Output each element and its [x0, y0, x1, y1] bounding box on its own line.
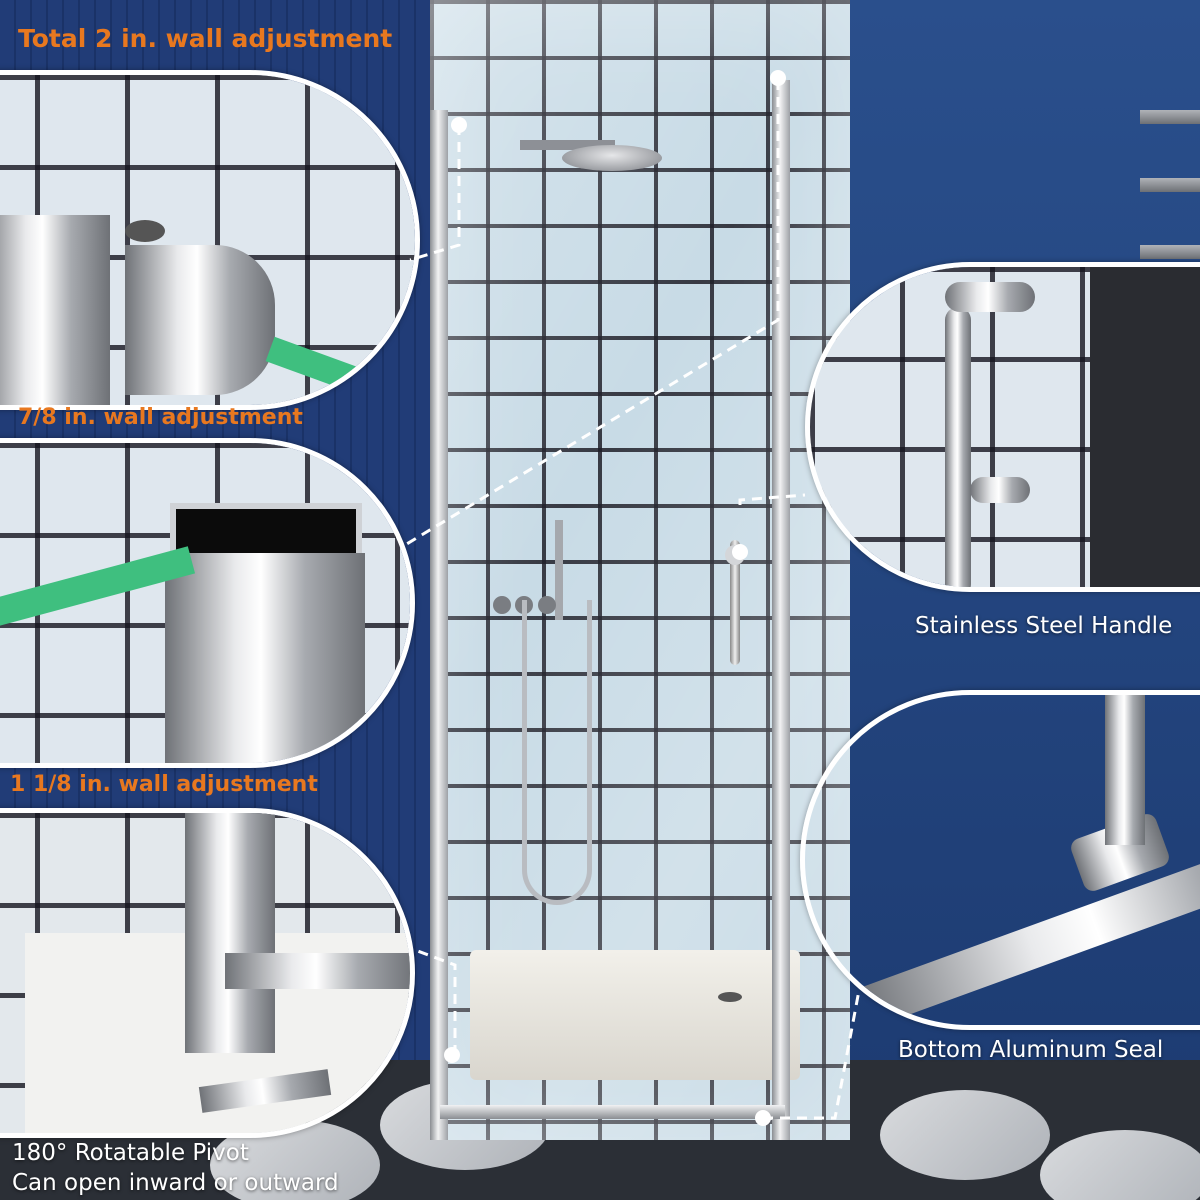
floor-tile	[880, 1090, 1050, 1180]
pivot-label-line1: 180° Rotatable Pivot	[12, 1140, 249, 1166]
hand-shower-hose	[522, 600, 592, 905]
shower-tray	[470, 950, 800, 1080]
door-frame-edge	[1105, 695, 1145, 845]
wall-profile	[0, 215, 110, 405]
door-frame-edge	[1090, 267, 1200, 587]
handle-bar	[945, 307, 971, 587]
callout-handle	[805, 262, 1200, 592]
door-bottom-rail	[225, 953, 410, 989]
door-frame-right	[772, 80, 790, 1140]
door-handle	[730, 540, 740, 665]
handle-mount	[970, 477, 1030, 503]
handle-label: Stainless Steel Handle	[915, 613, 1173, 639]
total-adjustment-label: Total 2 in. wall adjustment	[18, 24, 393, 53]
pivot-post	[185, 813, 275, 1053]
towel-bar	[1140, 245, 1200, 259]
wall-profile	[165, 553, 365, 763]
drain	[718, 992, 742, 1002]
callout-seal	[800, 690, 1200, 1030]
shower-riser	[555, 520, 563, 620]
adjustment-1-1-8-label: 1 1/8 in. wall adjustment	[10, 772, 318, 797]
valve-knob	[493, 596, 511, 614]
screw-hole	[125, 220, 165, 242]
towel-bar	[1140, 178, 1200, 192]
callout-mid-profile	[0, 438, 415, 768]
door-frame-bottom	[440, 1105, 785, 1119]
handle-arm	[945, 282, 1035, 312]
hinge-profile	[125, 245, 275, 395]
shower-head	[562, 145, 662, 171]
pivot-label-line2: Can open inward or outward	[12, 1170, 339, 1196]
floor-tile	[1040, 1130, 1200, 1200]
callout-pivot	[0, 808, 415, 1138]
seal-label: Bottom Aluminum Seal	[898, 1037, 1164, 1063]
adjustment-7-8-label: 7/8 in. wall adjustment	[18, 405, 303, 430]
towel-bar	[1140, 110, 1200, 124]
door-handle-knob	[725, 545, 745, 565]
door-frame-left	[430, 110, 448, 1140]
callout-top-hinge	[0, 70, 420, 410]
